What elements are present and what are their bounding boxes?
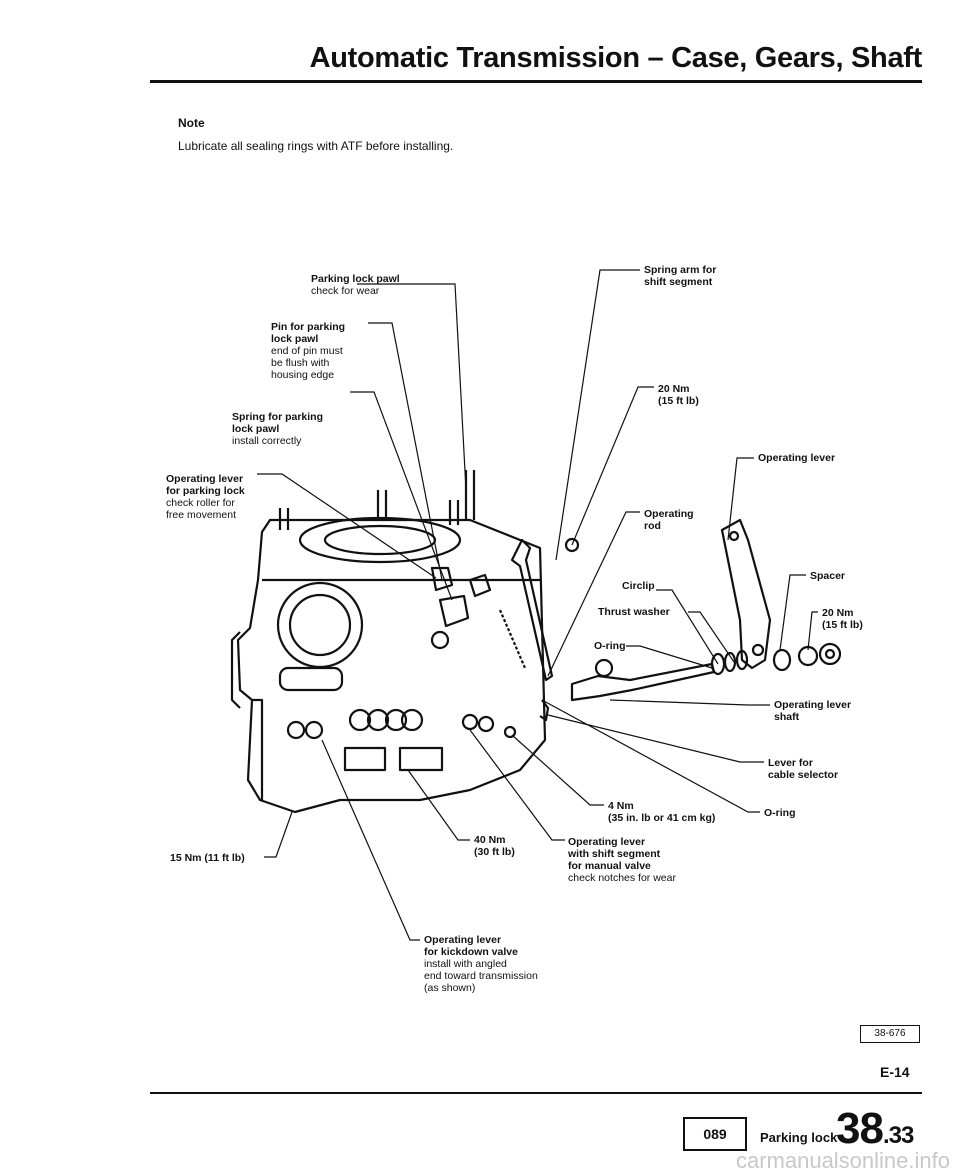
label-operating-lever-shaft: Operating lever shaft xyxy=(774,699,852,723)
header-rule xyxy=(150,80,922,83)
label-spring-parking-lock-pawl: Spring for parking lock pawl install cor… xyxy=(232,411,324,447)
label-o-ring-1: O-ring xyxy=(594,640,626,652)
label-operating-rod: Operating rod xyxy=(644,508,694,532)
label-torque-20nm-top: 20 Nm (15 ft lb) xyxy=(658,383,699,407)
page-number-main: 38 xyxy=(836,1104,884,1153)
label-spacer: Spacer xyxy=(810,570,846,582)
note-heading: Note xyxy=(178,116,205,130)
page-reference: E-14 xyxy=(880,1064,910,1080)
watermark: carmanualsonline.info xyxy=(735,1148,950,1173)
page-number-sub: .33 xyxy=(882,1122,914,1149)
label-operating-lever-manual-valve: Operating lever with shift segment for m… xyxy=(568,836,676,884)
label-operating-lever-kickdown: Operating lever for kickdown valve insta… xyxy=(424,934,538,994)
figure-id: 38-676 xyxy=(860,1025,920,1043)
label-lever-cable-selector: Lever for cable selector xyxy=(768,757,839,781)
page-title: Automatic Transmission – Case, Gears, Sh… xyxy=(309,42,923,74)
label-torque-15nm: 15 Nm (11 ft lb) xyxy=(170,852,245,864)
label-operating-lever-parking-lock: Operating lever for parking lock check r… xyxy=(166,473,245,521)
note-text: Lubricate all sealing rings with ATF bef… xyxy=(178,139,454,153)
label-torque-4nm: 4 Nm (35 in. lb or 41 cm kg) xyxy=(608,800,716,824)
label-torque-40nm: 40 Nm (30 ft lb) xyxy=(474,834,515,858)
section-title: Parking lock xyxy=(760,1130,838,1145)
housing-outline xyxy=(236,518,547,814)
label-o-ring-2: O-ring xyxy=(764,807,796,819)
label-circlip: Circlip xyxy=(622,580,655,592)
label-torque-20nm-right: 20 Nm (15 ft lb) xyxy=(822,607,863,631)
footer-rule xyxy=(150,1092,922,1094)
label-operating-lever-right: Operating lever xyxy=(758,452,836,464)
label-thrust-washer: Thrust washer xyxy=(598,606,670,618)
page-number: 38.33 xyxy=(836,1104,914,1154)
transmission-code-box: 089 xyxy=(683,1117,747,1151)
label-spring-arm-shift-segment: Spring arm for shift segment xyxy=(644,264,717,288)
label-parking-lock-pawl: Parking lock pawl check for wear xyxy=(311,273,400,297)
label-pin-parking-lock-pawl: Pin for parking lock pawl end of pin mus… xyxy=(271,321,346,381)
